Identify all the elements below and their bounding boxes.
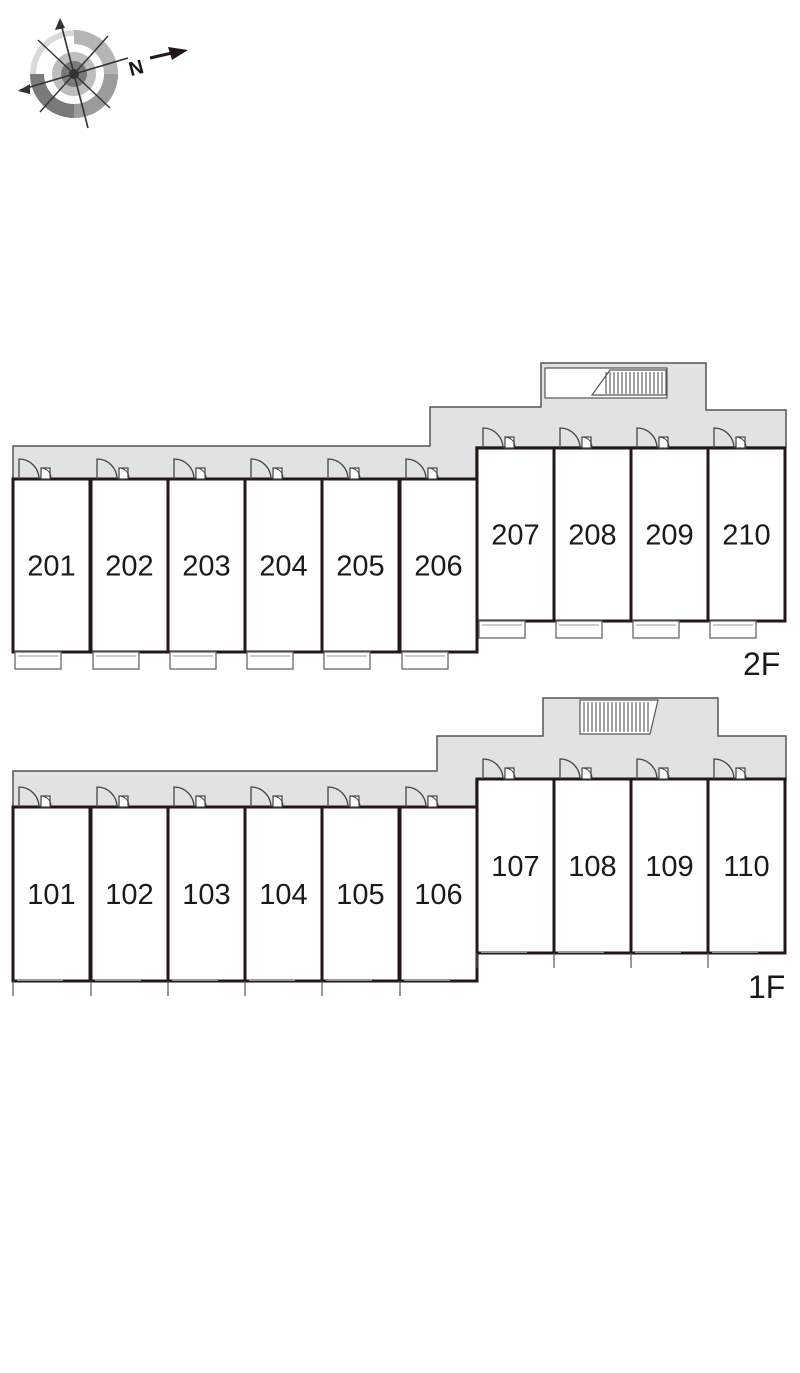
unit-outline [706, 446, 787, 623]
units-2f: 201 202 203 204 205 206 207 208 209 210 [11, 427, 787, 670]
unit-outline [89, 477, 170, 654]
floor-label-1f: 1F [748, 969, 785, 1005]
unit-outline [629, 777, 710, 955]
unit-207: 207 [475, 427, 556, 639]
unit-201: 201 [11, 458, 92, 670]
unit-206: 206 [398, 458, 479, 670]
door-icon [482, 427, 516, 449]
door-icon [559, 758, 593, 780]
staircase-icon [590, 369, 667, 396]
unit-103: 103 [166, 786, 247, 996]
balcony [14, 651, 62, 670]
unit-101: 101 [11, 786, 92, 996]
door-icon [327, 458, 361, 480]
unit-outline [398, 477, 479, 654]
units-1f: 101 102 103 104 105 106 107 108 109 110 [11, 758, 787, 996]
unit-number-label: 103 [182, 879, 230, 911]
unit-number-label: 205 [336, 551, 384, 583]
door-icon [636, 758, 670, 780]
unit-210: 210 [706, 427, 787, 639]
unit-number-label: 110 [723, 851, 769, 883]
floor-1-plan: 101 102 103 104 105 106 107 108 109 110 1F [11, 697, 787, 1005]
door-icon [482, 758, 516, 780]
unit-number-label: 102 [105, 879, 153, 911]
unit-105: 105 [320, 786, 401, 996]
unit-outline [166, 805, 247, 983]
unit-109: 109 [629, 758, 710, 968]
unit-number-label: 201 [27, 551, 75, 583]
unit-204: 204 [243, 458, 324, 670]
balcony [478, 620, 526, 639]
unit-104: 104 [243, 786, 324, 996]
compass-north-label: N [127, 56, 147, 81]
door-icon [405, 786, 439, 808]
door-icon [405, 458, 439, 480]
balcony [246, 651, 294, 670]
door-icon [559, 427, 593, 449]
door-icon [18, 786, 52, 808]
unit-number-label: 106 [414, 879, 462, 911]
unit-outline [89, 805, 170, 983]
unit-205: 205 [320, 458, 401, 670]
door-icon [713, 758, 747, 780]
unit-208: 208 [552, 427, 633, 639]
unit-outline [320, 477, 401, 654]
balcony [555, 620, 603, 639]
unit-number-label: 207 [491, 520, 539, 552]
unit-102: 102 [89, 786, 170, 996]
door-icon [250, 458, 284, 480]
unit-outline [475, 777, 556, 955]
unit-110: 110 [706, 758, 787, 968]
door-icon [173, 786, 207, 808]
unit-outline [166, 477, 247, 654]
door-icon [636, 427, 670, 449]
unit-106: 106 [398, 786, 479, 996]
unit-number-label: 107 [491, 851, 539, 883]
unit-108: 108 [552, 758, 633, 968]
unit-number-label: 208 [568, 520, 616, 552]
door-icon [96, 786, 130, 808]
balcony [709, 620, 757, 639]
floor-2-plan: 201 202 203 204 205 206 207 208 209 210 2F [11, 362, 787, 682]
unit-number-label: 105 [336, 879, 384, 911]
unit-outline [552, 446, 633, 623]
balcony [92, 651, 140, 670]
balcony [401, 651, 449, 670]
unit-number-label: 108 [568, 851, 616, 883]
compass-rose-icon: N [18, 18, 188, 129]
unit-number-label: 104 [259, 879, 307, 911]
unit-number-label: 203 [182, 551, 230, 583]
unit-outline [243, 477, 324, 654]
balcony [323, 651, 371, 670]
floor-label-2f: 2F [743, 646, 780, 682]
unit-number-label: 101 [27, 879, 75, 911]
unit-202: 202 [89, 458, 170, 670]
door-icon [250, 786, 284, 808]
unit-number-label: 206 [414, 551, 462, 583]
door-icon [713, 427, 747, 449]
unit-number-label: 202 [105, 551, 153, 583]
unit-209: 209 [629, 427, 710, 639]
staircase-icon [579, 699, 659, 735]
balcony [169, 651, 217, 670]
unit-203: 203 [166, 458, 247, 670]
door-icon [327, 786, 361, 808]
door-icon [18, 458, 52, 480]
door-icon [96, 458, 130, 480]
balcony [632, 620, 680, 639]
door-icon [173, 458, 207, 480]
unit-number-label: 210 [722, 520, 770, 552]
unit-number-label: 209 [645, 520, 693, 552]
unit-number-label: 109 [645, 851, 693, 883]
unit-number-label: 204 [259, 551, 307, 583]
unit-107: 107 [475, 758, 556, 968]
